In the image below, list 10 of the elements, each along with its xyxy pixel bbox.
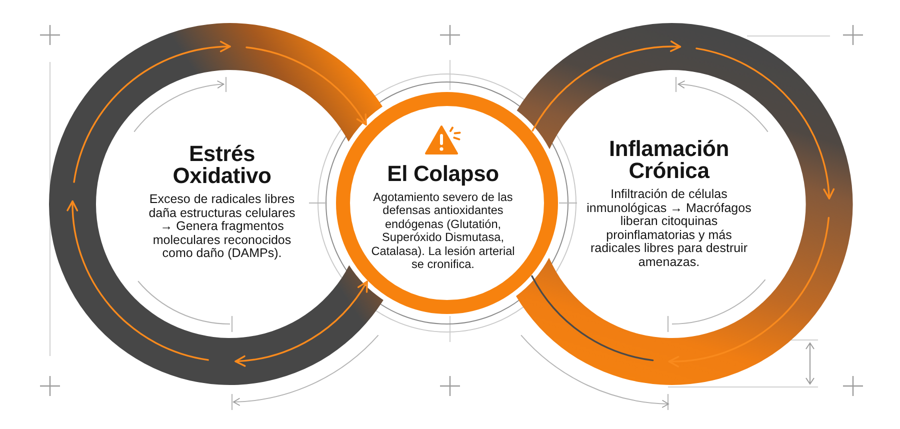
loop-ring xyxy=(516,22,853,385)
node-description: Exceso de radicales libres daña estructuras celulares → Genera fragmentos moleculares reconocidos como daño (DAMPs). xyxy=(148,193,296,261)
flow-arrow xyxy=(532,41,682,132)
node-title: Inflamación Crónica xyxy=(608,138,730,182)
node-description: Infiltración de células inmunológicas → Macrófagos liberan citoquinas proinflamatorias y más radicales libres para destruir amenazas. xyxy=(586,188,752,270)
flow-arrow xyxy=(234,280,368,366)
node-title: El Colapso xyxy=(386,162,500,184)
node-description: Agotamiento severo de las defensas antioxidantes endógenas (Glutatión, Superóxido Dismutasa, Catalasa). La lesión arterial se cronifica. xyxy=(370,190,516,272)
node-title: Estrés Oxidativo xyxy=(172,143,272,188)
flow-arrow xyxy=(246,46,367,126)
